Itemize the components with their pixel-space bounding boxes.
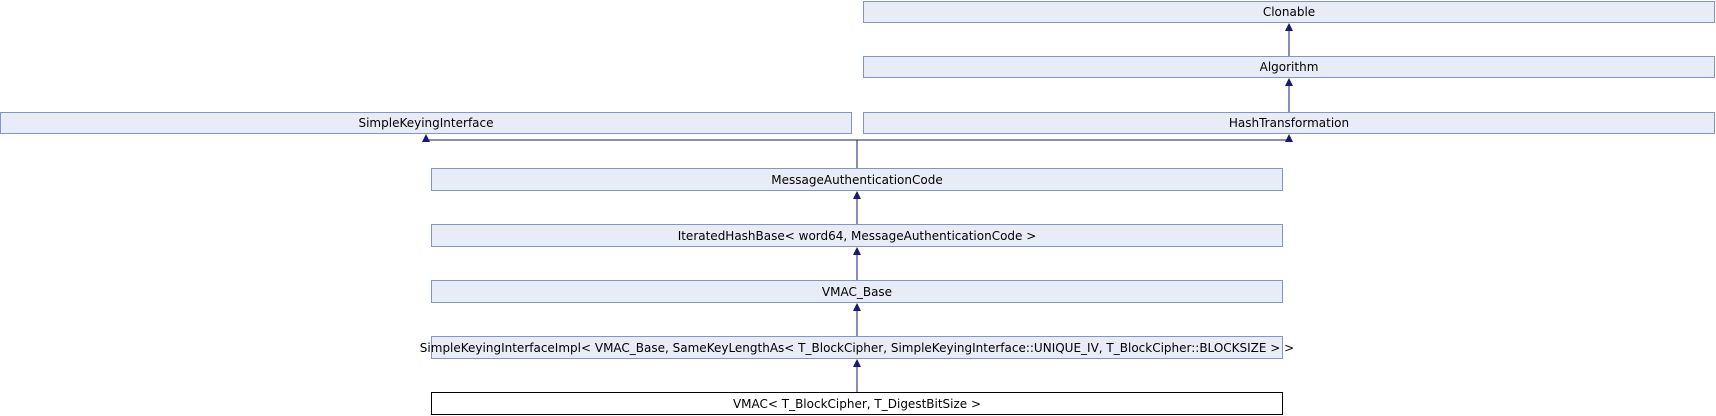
node-iterated-hash-base[interactable]: IteratedHashBase< word64, MessageAuthent… (431, 224, 1283, 247)
edge-message_authentication_code-to-hash_transformation (856, 134, 1293, 168)
node-label: Clonable (1262, 5, 1316, 19)
node-label: HashTransformation (1228, 116, 1350, 130)
node-label: SimpleKeyingInterfaceImpl< VMAC_Base, Sa… (419, 340, 1295, 355)
node-label: VMAC< T_BlockCipher, T_DigestBitSize > (732, 396, 982, 411)
node-clonable[interactable]: Clonable (863, 1, 1715, 23)
edge-message_authentication_code-to-simple_keying_interface (422, 134, 858, 168)
node-simple-keying-interface-impl[interactable]: SimpleKeyingInterfaceImpl< VMAC_Base, Sa… (420, 336, 1294, 359)
node-message-authentication-code[interactable]: MessageAuthenticationCode (431, 168, 1283, 191)
node-label: Algorithm (1259, 60, 1319, 74)
node-algorithm[interactable]: Algorithm (863, 56, 1715, 78)
node-label: MessageAuthenticationCode (771, 172, 943, 187)
node-vmac-current: VMAC< T_BlockCipher, T_DigestBitSize > (431, 392, 1283, 415)
node-simple-keying-interface[interactable]: SimpleKeyingInterface (0, 112, 852, 134)
node-label: SimpleKeyingInterface (358, 116, 494, 130)
node-hash-transformation[interactable]: HashTransformation (863, 112, 1715, 134)
node-label: IteratedHashBase< word64, MessageAuthent… (677, 228, 1037, 243)
node-vmac-base[interactable]: VMAC_Base (431, 280, 1283, 303)
node-label: VMAC_Base (821, 284, 893, 299)
